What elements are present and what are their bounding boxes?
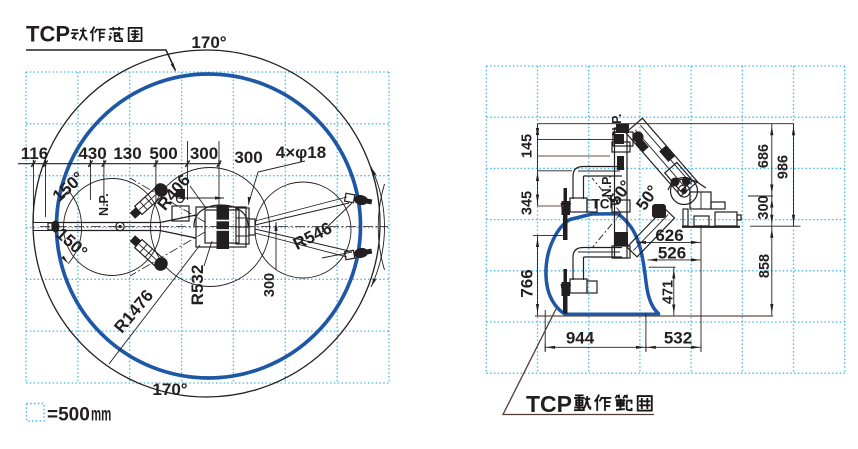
svg-text:300: 300: [190, 144, 218, 163]
svg-text:300: 300: [262, 273, 278, 297]
svg-text:TCP: TCP: [26, 22, 70, 47]
svg-text:471: 471: [661, 280, 677, 304]
svg-text:130: 130: [113, 144, 141, 163]
svg-text:686: 686: [756, 144, 772, 168]
svg-text:430: 430: [78, 144, 106, 163]
svg-text:986: 986: [776, 155, 792, 179]
svg-text:345: 345: [520, 191, 536, 215]
svg-text:=500: =500: [47, 405, 90, 426]
svg-text:mm: mm: [91, 405, 111, 426]
svg-text:N.P.: N.P.: [97, 193, 111, 216]
svg-text:N.P.: N.P.: [600, 175, 614, 198]
svg-text:TCP: TCP: [592, 197, 619, 212]
svg-text:R532: R532: [188, 265, 207, 306]
svg-text:532: 532: [664, 329, 692, 348]
svg-text:300: 300: [756, 195, 772, 219]
svg-text:526: 526: [658, 244, 686, 263]
svg-text:858: 858: [757, 254, 773, 278]
svg-text:TCP: TCP: [526, 391, 572, 417]
svg-text:626: 626: [655, 226, 683, 245]
svg-text:170°: 170°: [152, 380, 187, 399]
svg-text:766: 766: [518, 269, 537, 297]
svg-text:170°: 170°: [191, 33, 226, 52]
svg-text:145: 145: [520, 134, 536, 158]
svg-text:116: 116: [21, 144, 48, 163]
svg-text:N.P.: N.P.: [610, 114, 624, 137]
svg-text:4×φ18: 4×φ18: [276, 143, 326, 162]
svg-text:500: 500: [149, 144, 177, 163]
svg-text:300: 300: [234, 148, 262, 167]
svg-text:944: 944: [566, 329, 595, 348]
